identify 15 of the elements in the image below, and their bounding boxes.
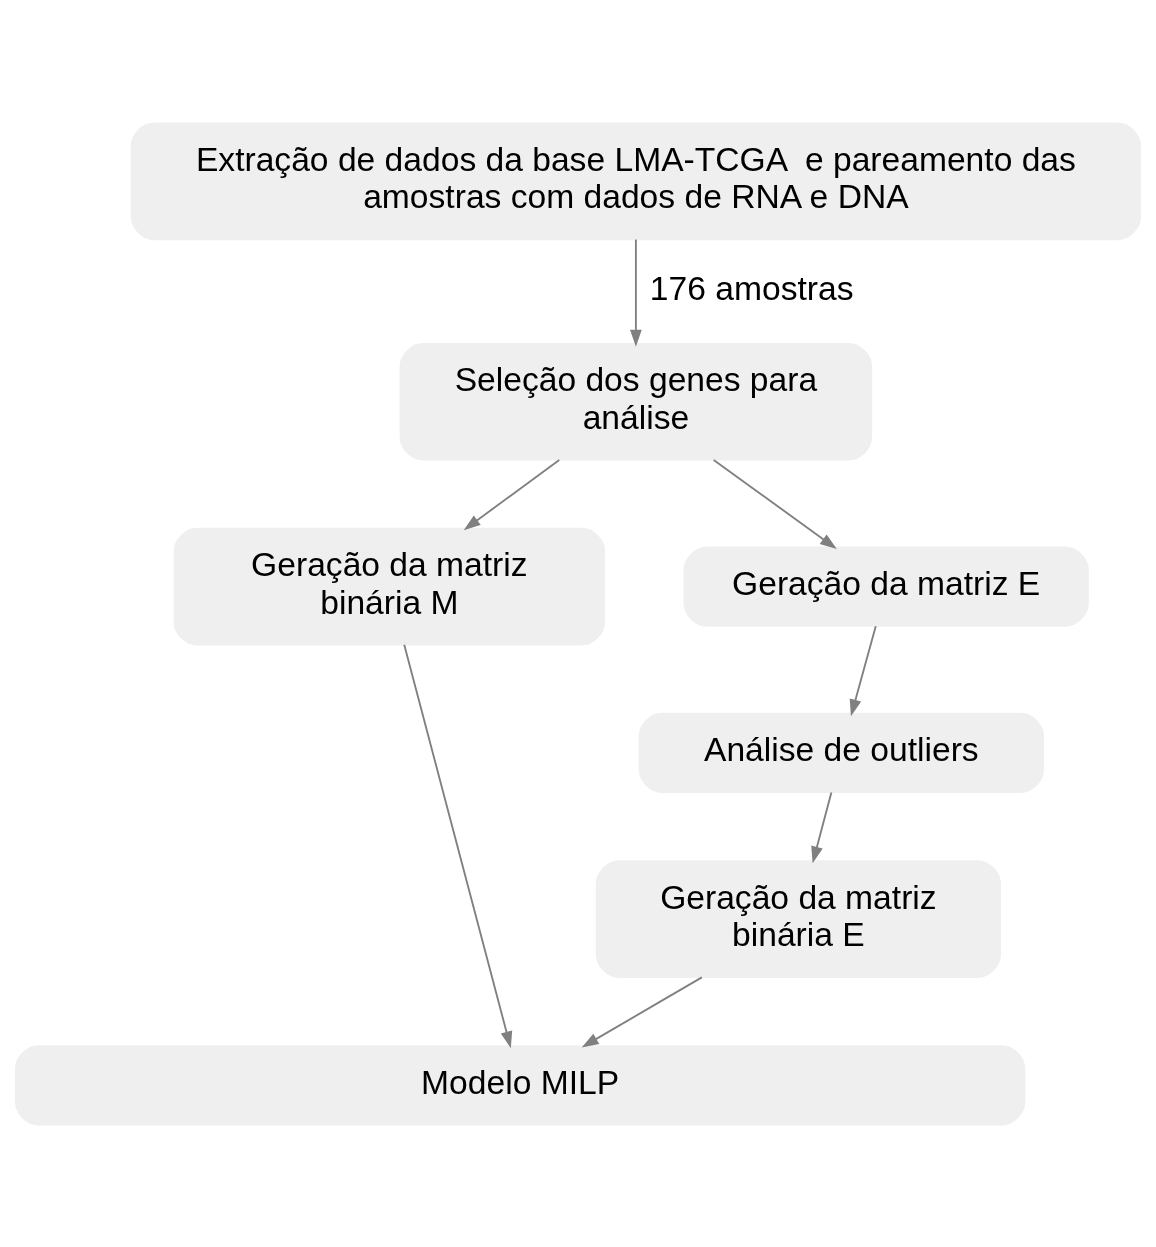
node-box: Geração da matriz E <box>683 546 1089 627</box>
arrow <box>849 624 877 716</box>
node-box: Geração da matriz binária E <box>595 859 1002 978</box>
node-box: Geração da matriz binária M <box>173 527 606 645</box>
node-box: Modelo MILP <box>14 1044 1026 1125</box>
arrow <box>811 791 833 863</box>
arrow <box>712 458 837 549</box>
arrow <box>403 643 513 1048</box>
node-box: Extração de dados da base LMA-TCGA e pareamento das amostras com dados de RNA e DNA <box>130 122 1142 240</box>
node-box: Seleção dos genes para análise <box>399 342 873 461</box>
arrow <box>463 458 561 530</box>
node-box: Análise de outliers <box>638 712 1044 793</box>
edge-label: 176 amostras <box>649 269 854 307</box>
arrow <box>581 975 703 1047</box>
arrow <box>630 238 642 347</box>
